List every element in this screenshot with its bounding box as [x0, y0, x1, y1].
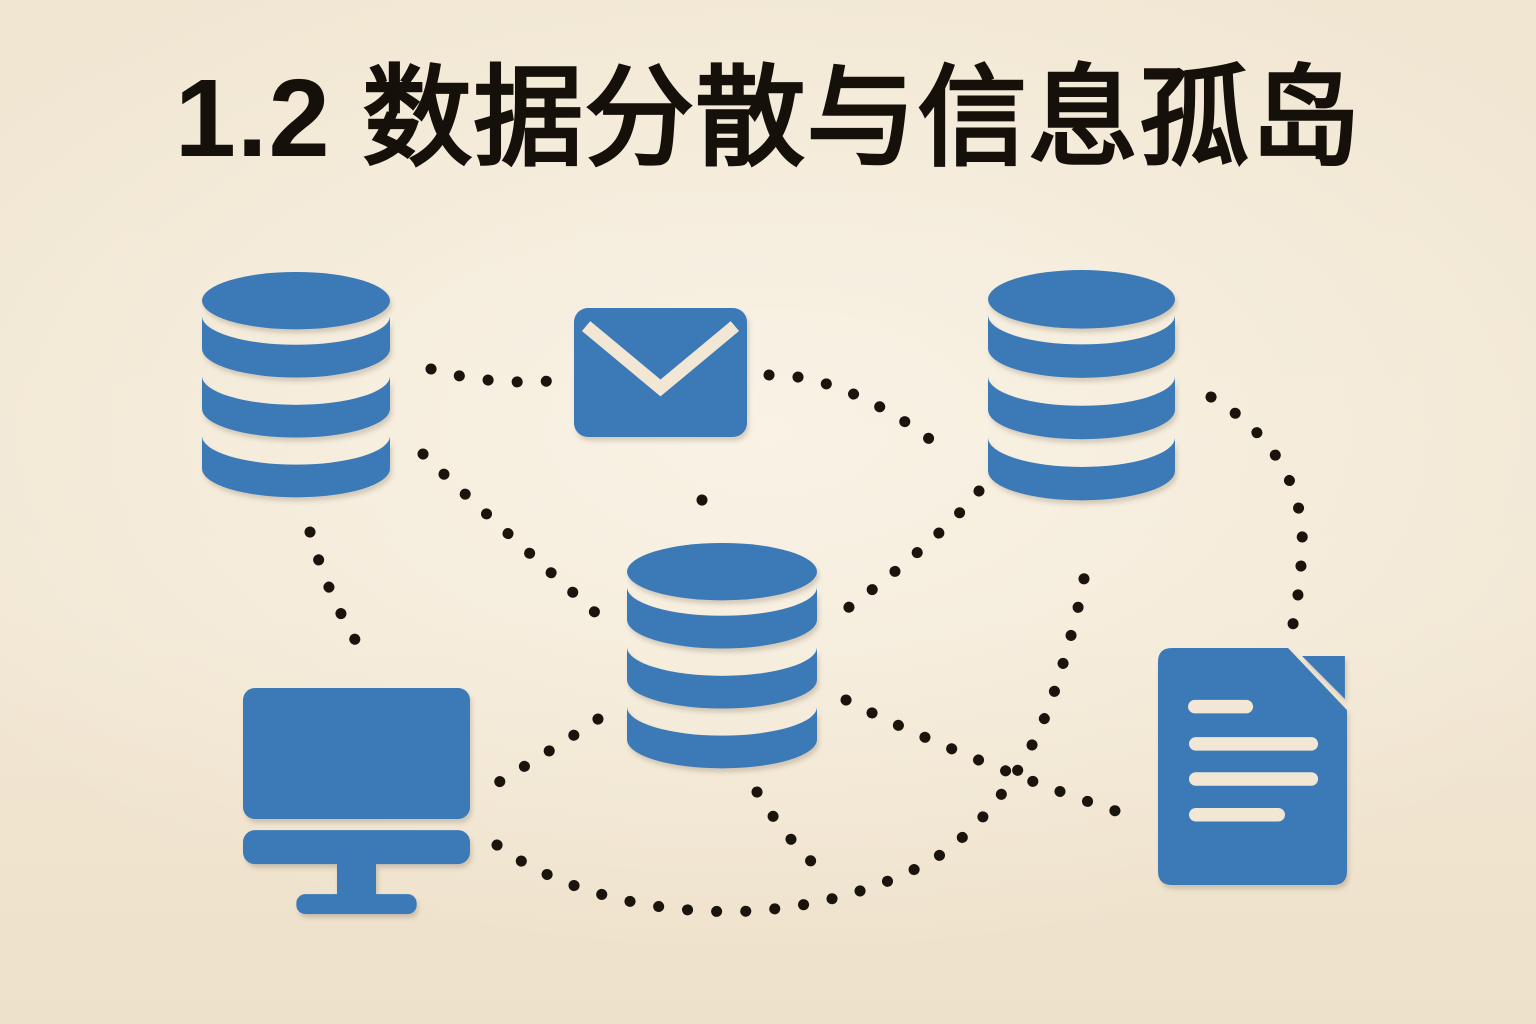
dotted-connections — [304, 363, 1308, 918]
page-title: 1.2 数据分散与信息孤岛 — [174, 57, 1362, 180]
connection-database-center-to-monitor — [482, 713, 604, 795]
connection-database-top-right-to-database-center — [835, 485, 985, 619]
connection-monitor-to-database-top-right — [491, 548, 1094, 918]
database-top-right-icon — [988, 270, 1175, 501]
document-icon — [1158, 648, 1347, 885]
connection-database-center-to-bottom-curve — [751, 786, 829, 879]
connection-email-envelope-to-database-top-right — [763, 369, 956, 462]
database-center-icon — [627, 543, 817, 769]
connection-database-top-left-to-database-center — [417, 448, 605, 622]
connection-database-top-right-to-document — [1205, 391, 1308, 650]
connection-database-top-left-to-email-envelope — [425, 363, 555, 388]
email-envelope-icon — [574, 308, 747, 437]
connection-database-center-to-document — [840, 694, 1137, 822]
database-top-left-icon — [202, 272, 390, 498]
connection-database-top-left-to-monitor — [304, 526, 372, 663]
connection-email-envelope-to-database-center — [696, 494, 709, 514]
icons — [202, 270, 1347, 915]
monitor-icon — [243, 688, 470, 915]
